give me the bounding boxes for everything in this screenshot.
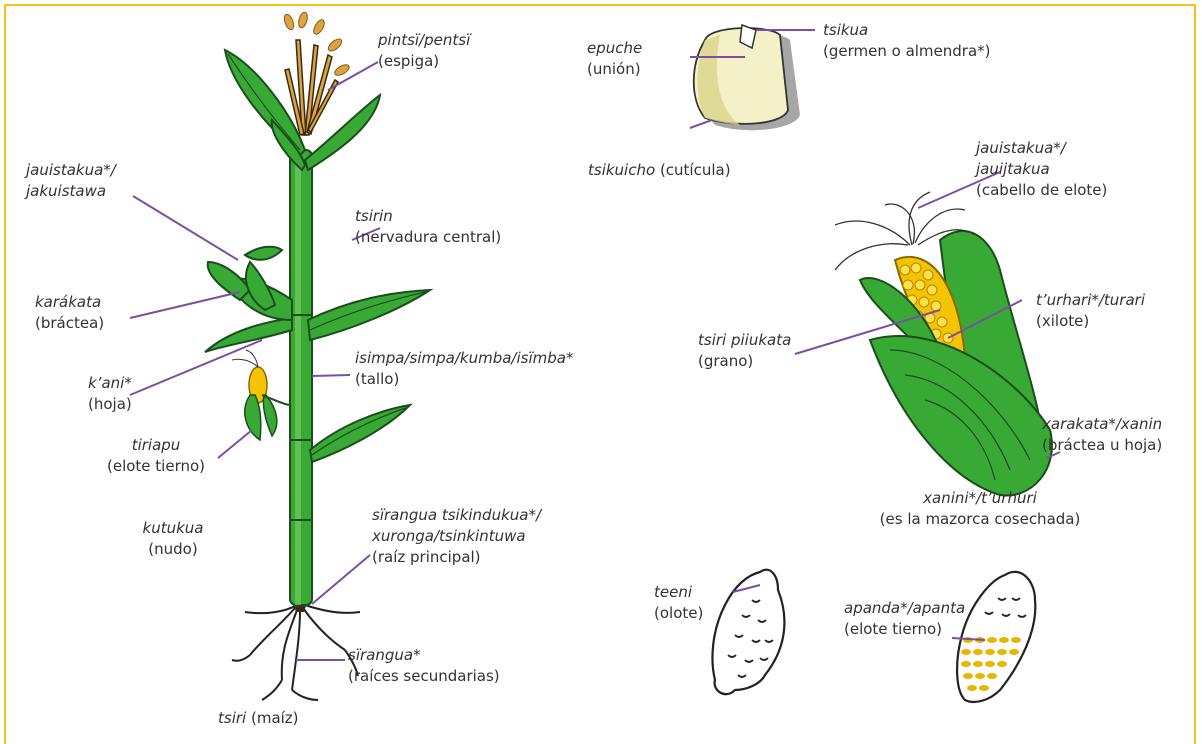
label-xanini: xanini*/t’urhuri(es la mazorca cosechada… xyxy=(862,488,1098,530)
label-kani: k’ani*(hoja) xyxy=(88,373,132,415)
small-ear xyxy=(232,350,290,440)
label-xarakata: xarakata*/xanin(bráctea u hoja) xyxy=(1042,414,1162,456)
label-sirangua-tsikindukua: sïrangua tsikindukua*/xuronga/tsinkintuw… xyxy=(372,505,541,568)
label-tiriapu: tiriapu(elote tierno) xyxy=(96,435,216,477)
label-tsiri-piiukata: tsiri piiukata(grano) xyxy=(698,330,791,372)
label-espiga: pintsï/pentsï(espiga) xyxy=(378,30,470,72)
label-tsikuicho: tsikuicho (cutícula) xyxy=(588,160,731,181)
kernel xyxy=(694,25,800,130)
label-kutukua: kutukua(nudo) xyxy=(134,518,212,560)
label-teeni: teeni(olote) xyxy=(654,582,703,624)
label-isimpa: isimpa/simpa/kumba/isïmba*(tallo) xyxy=(355,348,573,390)
label-jauistakua-plant: jauistakua*/jakuistawa xyxy=(26,160,116,202)
bract-cluster xyxy=(208,247,292,320)
label-apanda: apanda*/apanta(elote tierno) xyxy=(844,598,965,640)
label-sirangua: sïrangua*(raíces secundarias) xyxy=(348,645,500,687)
roots xyxy=(232,605,360,700)
label-jauistakua-cob: jauistakua*/jauijtakua(cabello de elote) xyxy=(976,138,1107,201)
tassel xyxy=(283,11,351,135)
label-karakata: karákata(bráctea) xyxy=(35,292,104,334)
label-tsikua: tsikua(germen o almendra*) xyxy=(823,20,991,62)
apanda-cob xyxy=(957,572,1035,702)
label-epuche: epuche(unión) xyxy=(587,38,642,80)
stalk xyxy=(290,150,312,605)
label-turhari: t’urhari*/turari(xilote) xyxy=(1036,290,1145,332)
harvest-cob xyxy=(835,192,1052,496)
label-tsiri: tsiri (maíz) xyxy=(218,708,299,729)
label-tsirin: tsirin(nervadura central) xyxy=(355,206,501,248)
